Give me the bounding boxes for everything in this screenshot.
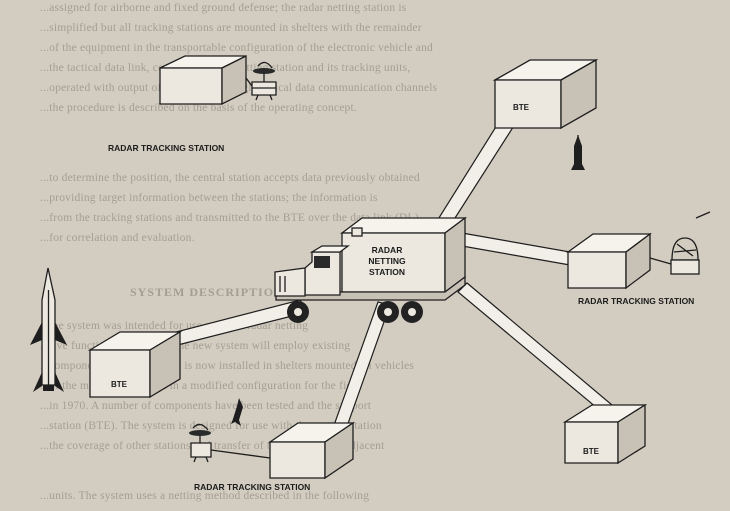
label-bte-top: BTE (513, 103, 530, 112)
label-bte-bottom-right: BTE (583, 447, 600, 456)
background-line: ...the procedure is described on the bas… (40, 102, 357, 114)
tracking-shelter-right (565, 232, 652, 290)
label-rts-top-left: RADAR TRACKING STATION (108, 143, 224, 153)
tracking-shelter-bottom (267, 421, 356, 480)
background-line: ...in 1970. A number of components have … (40, 400, 372, 412)
background-line: ...of the equipment in the transportable… (40, 42, 433, 54)
bte-shelter-left (87, 330, 183, 399)
missile-icon (231, 398, 243, 426)
bte-shelter-top (492, 58, 599, 130)
background-line: ...simplified but all tracking stations … (40, 22, 422, 34)
background-line: ...to determine the position, the centra… (40, 172, 420, 184)
bte-shelter-bottom-right (562, 403, 648, 465)
background-line: ...from the tracking stations and transm… (40, 212, 419, 224)
label-bte-left: BTE (111, 380, 128, 389)
label-rts-bottom: RADAR TRACKING STATION (194, 482, 310, 492)
background-line: ...for correlation and evaluation. (40, 232, 195, 244)
missile-icon (571, 135, 585, 170)
link-line (245, 77, 253, 87)
background-line: ...units. The system uses a netting meth… (40, 490, 370, 502)
radar-antenna-icon (251, 61, 277, 101)
label-netting-line-3: STATION (369, 267, 405, 277)
beam-to-bottom-station (332, 301, 391, 433)
label-netting-line-2: NETTING (368, 256, 406, 266)
beam-to-right-station (461, 232, 571, 266)
radar-antenna-icon (189, 423, 271, 463)
background-line: ...providing target information between … (40, 192, 378, 204)
missile-icon (30, 267, 67, 392)
truck-icon (274, 216, 467, 323)
label-netting-line-1: RADAR (372, 245, 403, 255)
label-rts-right: RADAR TRACKING STATION (578, 296, 694, 306)
tracking-shelter-top-left (159, 54, 247, 106)
radome-icon (649, 211, 711, 275)
background-line: ...assigned for airborne and fixed groun… (40, 2, 407, 14)
